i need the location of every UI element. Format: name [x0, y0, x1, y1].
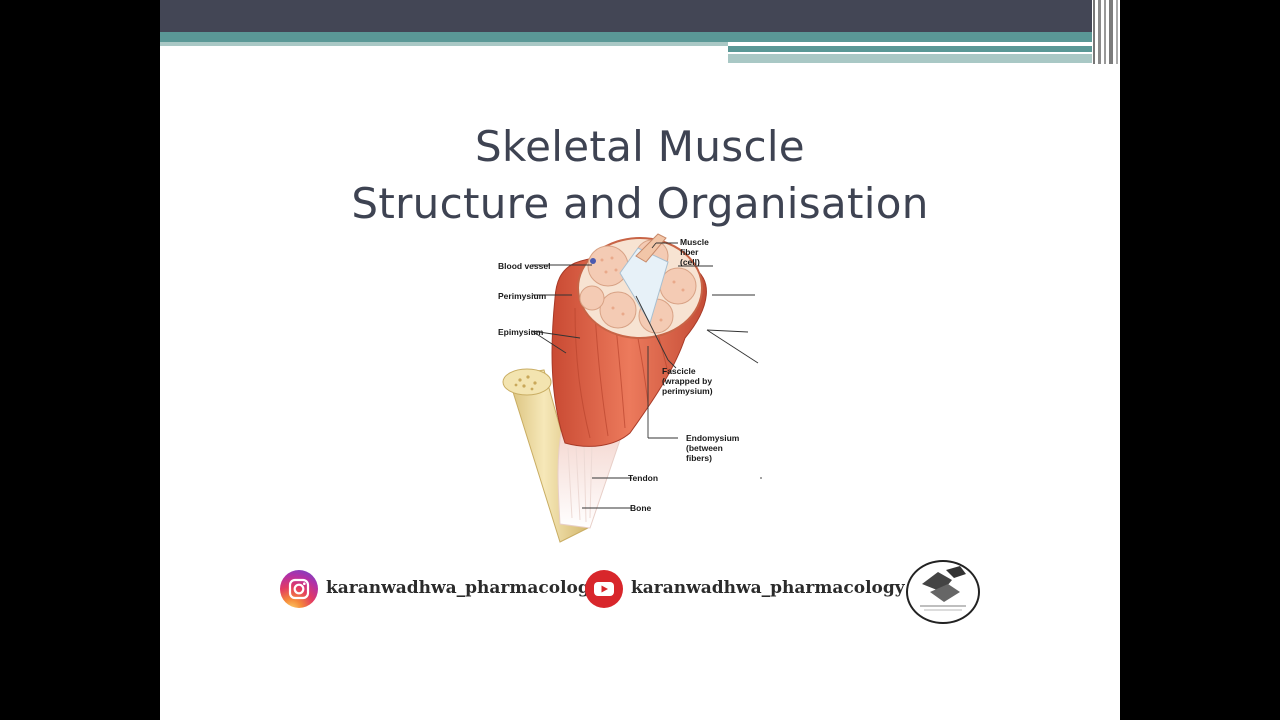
label-fascicle-line2: (wrapped by — [662, 376, 713, 386]
leader-lines — [678, 265, 759, 364]
label-endomysium: Endomysium (between fibers) — [686, 433, 739, 463]
fascicle-pulled — [619, 247, 669, 325]
instagram-handle[interactable]: karanwadhwa_pharmacology — [326, 578, 600, 598]
label-endomysium-line3: fibers) — [686, 453, 712, 463]
logo-artwork — [920, 566, 966, 611]
label-perimysium: Perimysium — [498, 291, 547, 301]
label-muscle-fiber-line3: (cell) — [680, 257, 700, 267]
youtube-icon[interactable] — [585, 570, 623, 608]
label-fascicle: Fascicle (wrapped by perimysium) — [662, 366, 713, 396]
label-muscle-fiber-line1: Muscle — [680, 237, 709, 247]
youtube-handle[interactable]: karanwadhwa_pharmacology — [631, 578, 905, 598]
label-endomysium-line1: Endomysium — [686, 433, 740, 443]
title-line-1: Skeletal Muscle — [475, 122, 805, 171]
title-line-2: Structure and Organisation — [351, 179, 929, 228]
muscle-diagram: Blood vessel Perimysium Epimysium Muscle… — [480, 228, 800, 558]
header-band-accent-light — [728, 54, 1100, 63]
label-leaders — [531, 242, 762, 509]
slide: Skeletal Muscle Structure and Organisati… — [160, 0, 1120, 720]
channel-logo — [906, 560, 980, 624]
label-muscle-fiber: Muscle fiber (cell) — [680, 237, 709, 267]
header-stripes — [1092, 0, 1120, 64]
label-epimysium: Epimysium — [498, 327, 544, 337]
muscle-fiber — [635, 233, 667, 263]
social-footer: karanwadhwa_pharmacology karanwadhwa_pha… — [160, 556, 1120, 626]
header-band-light — [160, 42, 728, 46]
label-fascicle-line1: Fascicle — [662, 366, 696, 376]
instagram-glyph — [288, 578, 310, 600]
label-muscle-fiber-line2: fiber — [680, 247, 699, 257]
header-band-accent — [728, 46, 1100, 52]
label-blood-vessel: Blood vessel — [498, 261, 551, 271]
youtube-glyph — [594, 582, 614, 596]
label-fascicle-line3: perimysium) — [662, 386, 713, 396]
label-bone: Bone — [630, 503, 652, 513]
label-endomysium-line2: (between — [686, 443, 723, 453]
epimysium-leader-1 — [706, 329, 749, 333]
muscle-illustration — [502, 233, 759, 543]
instagram-icon[interactable] — [280, 570, 318, 608]
slide-title: Skeletal Muscle Structure and Organisati… — [160, 118, 1120, 232]
header-band-teal — [160, 32, 1120, 42]
bone-end — [502, 368, 552, 396]
header-band-dark — [160, 0, 1120, 32]
label-tendon: Tendon — [628, 473, 659, 483]
epimysium-leader-2 — [706, 329, 759, 364]
